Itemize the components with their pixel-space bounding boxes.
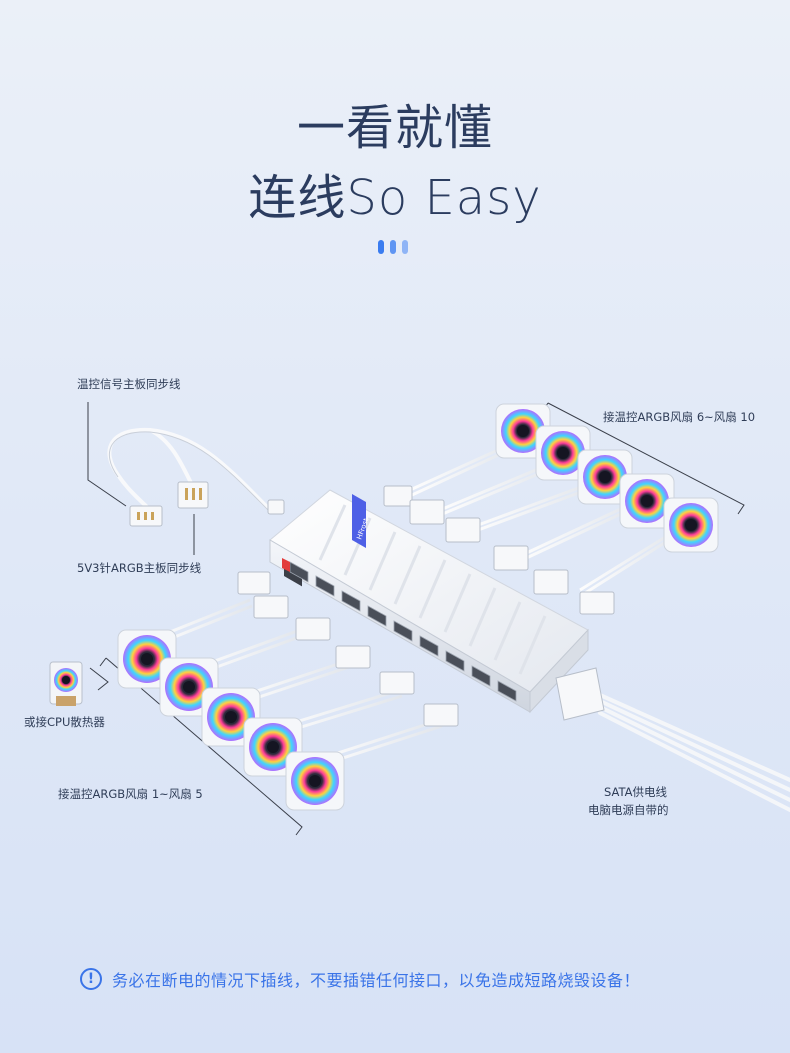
warning-banner: ! 务必在断电的情况下插线，不要插错任何接口，以免造成短路烧毁设备！ bbox=[80, 962, 720, 996]
warning-circle-icon: ! bbox=[80, 968, 102, 990]
label-sata-line1: SATA供电线 bbox=[604, 785, 667, 799]
sata-connector bbox=[555, 667, 605, 721]
wiring-diagram: HFrost bbox=[49, 402, 790, 836]
sync-connector-3 bbox=[267, 499, 285, 515]
sata-cable bbox=[598, 693, 790, 812]
left-connectors bbox=[237, 571, 459, 727]
sync-cables-shadow bbox=[108, 431, 271, 513]
rgb-fan-5 bbox=[285, 751, 345, 811]
dot-2 bbox=[390, 240, 396, 254]
label-sata-line2: 电脑电源自带的 bbox=[588, 803, 669, 817]
label-fans-right: 接温控ARGB风扇 6~风扇 10 bbox=[603, 410, 756, 424]
section-dots bbox=[378, 240, 408, 254]
warning-text: 务必在断电的情况下插线，不要插错任何接口，以免造成短路烧毁设备！ bbox=[112, 971, 641, 990]
cpu-cooler-icon bbox=[49, 661, 83, 706]
headline-line-2: 连线So Easy bbox=[248, 170, 542, 226]
label-temp-signal: 温控信号主板同步线 bbox=[77, 377, 181, 391]
right-connectors bbox=[383, 485, 615, 615]
leader-lines bbox=[87, 402, 195, 691]
rgb-fan-10 bbox=[663, 497, 719, 553]
label-argb-sync: 5V3针ARGB主板同步线 bbox=[77, 561, 202, 575]
dot-3 bbox=[402, 240, 408, 254]
fan-hub: HFrost bbox=[269, 489, 589, 714]
headline-line-1: 一看就懂 bbox=[296, 100, 493, 156]
dot-1 bbox=[378, 240, 384, 254]
rgb-fan-9 bbox=[619, 473, 675, 529]
label-fans-left: 接温控ARGB风扇 1~风扇 5 bbox=[58, 787, 203, 801]
label-cpu-cooler: 或接CPU散热器 bbox=[24, 715, 105, 729]
